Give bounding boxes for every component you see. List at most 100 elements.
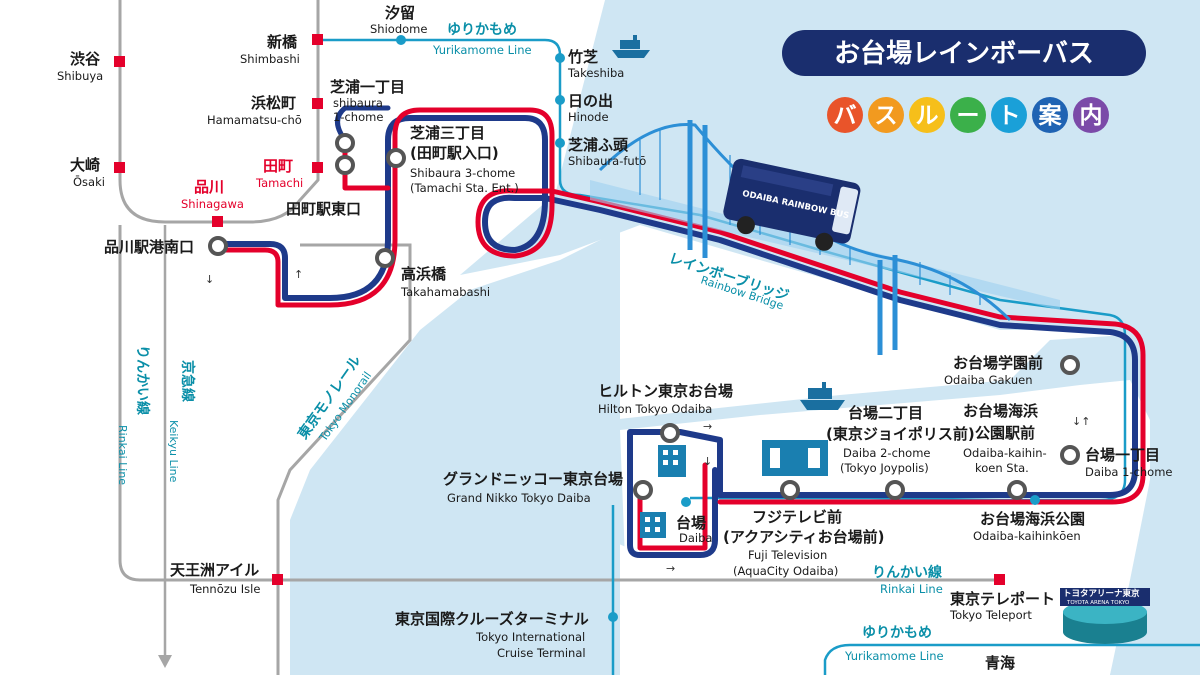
station-shiodome-en: Shiodome — [370, 22, 427, 36]
subtitle-char: バ — [834, 103, 857, 129]
line-yurikamome-bottom-en: Yurikamome Line — [844, 649, 944, 663]
stop-daiba2-en2: (Tokyo Joypolis) — [840, 461, 929, 475]
line-rinkai-v-en: Rinkai Line — [116, 425, 129, 485]
station-daiba-jp: 台場 — [676, 514, 706, 532]
ferry-icon — [612, 35, 650, 58]
station-shiodome-jp: 汐留 — [385, 4, 415, 22]
subtitle-circle — [950, 97, 986, 133]
line-rinkai-v-jp: りんかい線 — [134, 345, 151, 415]
station-tennozu-en: Tennōzu Isle — [189, 582, 260, 596]
bus-icon: ODAIBA RAINBOW BUS — [723, 158, 861, 251]
keikyu-arrow-icon — [158, 655, 172, 668]
stop-daiba1-en: Daiba 1-chome — [1085, 465, 1173, 479]
station-hinode-jp: 日の出 — [568, 92, 613, 110]
stop-shibaura3-jp2: (田町駅入口) — [410, 144, 499, 162]
station-takeshiba-en: Takeshiba — [567, 66, 624, 80]
stop-tamachi-east: 田町駅東口 — [286, 200, 361, 218]
stop-shibaura3-jp1: 芝浦三丁目 — [410, 124, 485, 142]
station-tennozu-jp: 天王洲アイル — [170, 561, 259, 579]
stop-shibaura3-en1: Shibaura 3-chome — [410, 166, 515, 180]
stop-fujitv-jp2: (アクアシティお台場前) — [723, 528, 884, 546]
station-teleport-en: Tokyo Teleport — [949, 608, 1032, 622]
station-takeshiba-jp: 竹芝 — [567, 48, 598, 66]
svg-text:→: → — [703, 420, 712, 433]
stop-daiba2-jp1: 台場二丁目 — [848, 404, 923, 422]
subtitle-char: 案 — [1038, 102, 1063, 129]
title-banner: お台場レインボーバス — [782, 30, 1146, 76]
stop-shibaura1-en1: shibaura — [333, 96, 383, 110]
station-shimbashi-en: Shimbashi — [240, 52, 300, 66]
line-rinkai-h-jp: りんかい線 — [872, 564, 942, 581]
direction-arrows: ↓ ↑ ↓↑ → ↓ → — [205, 268, 1090, 575]
line-keikyu-jp: 京急線 — [179, 360, 196, 402]
station-tamachi-en: Tamachi — [255, 176, 303, 190]
stop-fujitv-en2: (AquaCity Odaiba) — [733, 564, 838, 578]
page-title: お台場レインボーバス — [834, 38, 1094, 69]
subtitle-circle — [909, 97, 945, 133]
station-shinagawa-en: Shinagawa — [181, 197, 244, 211]
ferry-icon — [800, 382, 845, 410]
stop-kaihin-jp1: お台場海浜 — [963, 402, 1038, 420]
rail-lines — [118, 0, 1000, 675]
station-shimbashi-jp: 新橋 — [267, 33, 298, 51]
station-shibuya-en: Shibuya — [57, 69, 103, 83]
stop-gakuen-jp: お台場学園前 — [953, 354, 1043, 372]
yurikamome-markers — [396, 35, 1040, 622]
line-keikyu-en: Keikyu Line — [167, 420, 180, 483]
stop-hilton-jp: ヒルトン東京お台場 — [598, 382, 733, 400]
line-yurikamome-jp: ゆりかもめ — [447, 22, 517, 38]
line-yurikamome-en: Yurikamome Line — [432, 43, 532, 57]
station-odaiba-kaihinkoen-jp: お台場海浜公園 — [980, 510, 1085, 528]
subtitle-circle — [1073, 97, 1109, 133]
station-hamamatsucho-jp: 浜松町 — [251, 94, 296, 112]
subtitle-circle — [827, 97, 863, 133]
station-daiba-en: Daiba — [679, 531, 712, 545]
station-osaki-en: Ōsaki — [73, 175, 105, 189]
yurikamome-station-labels: 汐留 Shiodome 竹芝 Takeshiba 日の出 Hinode 芝浦ふ頭… — [370, 4, 1085, 672]
stop-fujitv-jp1: フジテレビ前 — [752, 508, 842, 526]
bus-stop-labels: 品川駅港南口 田町駅東口 芝浦一丁目 shibaura 1-chome 芝浦三丁… — [104, 78, 1173, 578]
arena-en: TOYOTA ARENA TOKYO — [1066, 600, 1130, 606]
subtitle-circle — [868, 97, 904, 133]
stop-takahamabashi-jp: 高浜橋 — [401, 265, 447, 283]
subtitle-circle — [991, 97, 1027, 133]
rail-station-labels: 渋谷 Shibuya 大崎 Ōsaki 品川 Shinagawa 新橋 Shim… — [57, 33, 1055, 622]
arena-jp: トヨタアリーナ東京 — [1063, 588, 1140, 599]
subtitle-char: ル — [916, 103, 939, 129]
subtitle-char: ー — [957, 103, 980, 129]
stop-fujitv-en1: Fuji Television — [748, 548, 827, 562]
station-hamamatsucho-en: Hamamatsu-chō — [207, 113, 302, 127]
stop-shibaura3-en2: (Tamachi Sta. Ent.) — [410, 181, 519, 195]
line-yurikamome-bottom-jp: ゆりかもめ — [862, 625, 932, 641]
stop-daiba1-jp: 台場一丁目 — [1085, 446, 1160, 464]
bus-stop-markers — [208, 133, 1080, 500]
svg-text:↑: ↑ — [294, 268, 303, 281]
station-markers — [114, 34, 1005, 585]
stop-hilton-en: Hilton Tokyo Odaiba — [598, 402, 712, 416]
stop-shinagawa-konan: 品川駅港南口 — [104, 238, 194, 256]
svg-text:↓↑: ↓↑ — [1072, 415, 1090, 428]
arena-icon: トヨタアリーナ東京 TOYOTA ARENA TOKYO — [1060, 588, 1150, 644]
svg-text:↓: ↓ — [205, 273, 214, 286]
station-cruise-en1: Tokyo International — [475, 630, 585, 644]
station-shinagawa-jp: 品川 — [194, 178, 224, 196]
station-shibaura-futo-jp: 芝浦ふ頭 — [568, 136, 629, 154]
subtitle-char: ト — [998, 103, 1021, 129]
stop-grandnikko-jp: グランドニッコー東京台場 — [443, 470, 623, 488]
subtitle-char: ス — [875, 103, 898, 129]
line-rinkai-h-en: Rinkai Line — [880, 582, 943, 596]
stop-kaihin-en1: Odaiba-kaihin- — [963, 446, 1047, 460]
stop-daiba2-en1: Daiba 2-chome — [843, 446, 931, 460]
station-cruise-en2: Cruise Terminal — [497, 646, 586, 660]
station-odaiba-kaihinkoen-en: Odaiba-kaihinkōen — [973, 529, 1081, 543]
stop-gakuen-en: Odaiba Gakuen — [944, 373, 1033, 387]
station-shibuya-jp: 渋谷 — [70, 50, 101, 68]
svg-text:→: → — [666, 562, 675, 575]
station-teleport-jp: 東京テレポート — [950, 590, 1055, 608]
subtitle-char: 内 — [1080, 103, 1103, 129]
stop-shibaura1-en2: 1-chome — [333, 110, 383, 124]
station-osaki-jp: 大崎 — [70, 156, 100, 174]
stop-daiba2-jp2: (東京ジョイポリス前) — [826, 425, 975, 443]
